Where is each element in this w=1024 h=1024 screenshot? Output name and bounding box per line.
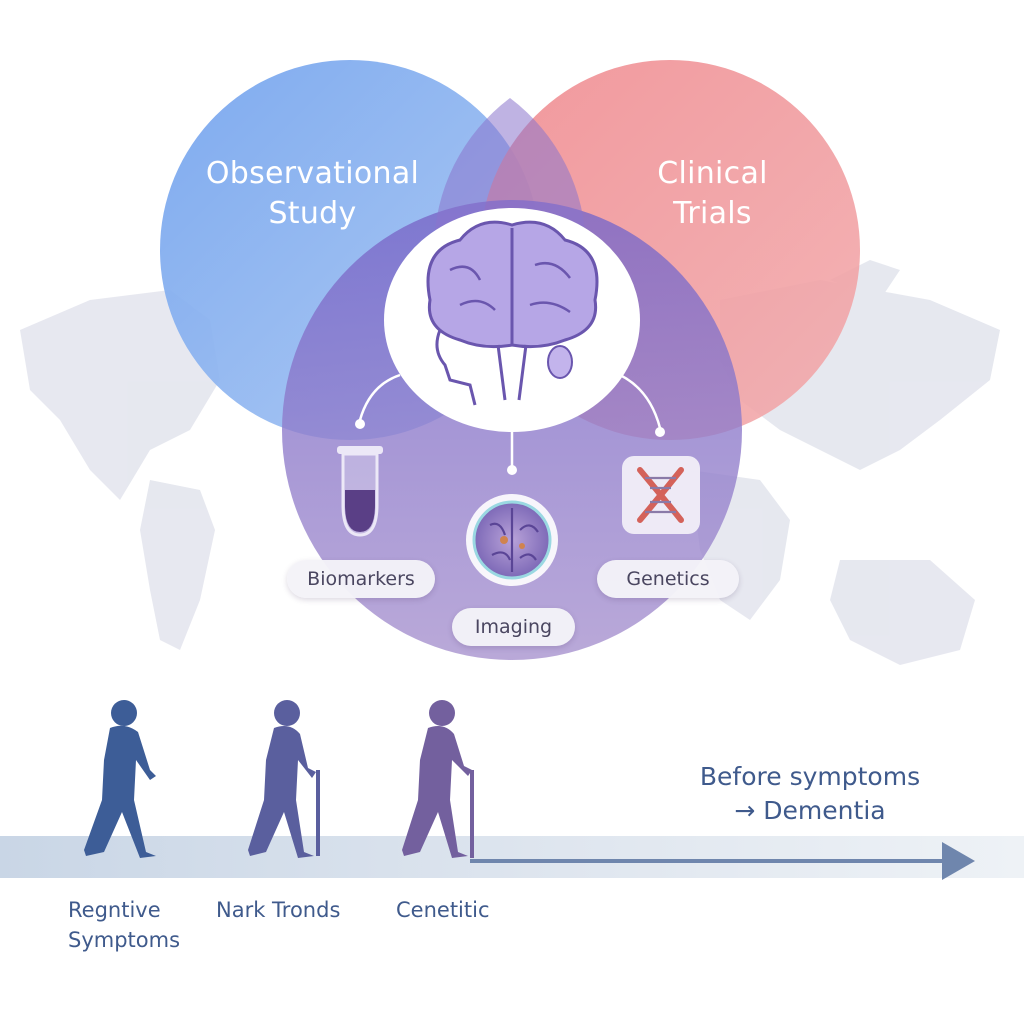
- timeline-title-line1: Before symptoms: [699, 762, 921, 791]
- brain-scan-icon: [466, 494, 558, 586]
- test-tube-icon: [337, 446, 383, 537]
- genetics-label: Genetics: [597, 560, 739, 598]
- timeline-title: Before symptoms → Dementia: [650, 760, 970, 828]
- dna-icon: [622, 456, 700, 534]
- observational-title-line2: Study: [268, 196, 357, 231]
- observational-title-line1: Observational: [205, 156, 420, 191]
- observational-study-title: Observational Study: [185, 154, 440, 234]
- clinical-title-line1: Clinical: [657, 156, 768, 191]
- stage-1-line1: Regntive: [68, 898, 161, 922]
- connector-dot-genetics: [655, 427, 665, 437]
- clinical-trials-title: Clinical Trials: [600, 154, 825, 234]
- stage-3-line1: Cenetitic: [396, 898, 490, 922]
- connector-dot-imaging: [507, 465, 517, 475]
- timeline-arrow-head: [942, 842, 975, 880]
- connector-dot-biomarkers: [355, 419, 365, 429]
- clinical-title-line2: Trials: [673, 196, 752, 231]
- biomarkers-label: Biomarkers: [287, 560, 435, 598]
- stage-label-1: Regntive Symptoms: [68, 895, 180, 955]
- elderly-person-with-cane-icon: [402, 700, 474, 858]
- stage-2-line1: Nark Tronds: [216, 898, 341, 922]
- stage-label-2: Nark Tronds: [216, 895, 340, 925]
- imaging-label: Imaging: [452, 608, 575, 646]
- person-walking-icon: [84, 700, 156, 858]
- brain-head-icon: [426, 220, 599, 406]
- stage-1-line2: Symptoms: [68, 928, 181, 952]
- person-with-cane-icon: [248, 700, 320, 858]
- stage-label-3: Cenetitic: [396, 895, 490, 925]
- timeline-title-line2: → Dementia: [734, 796, 886, 825]
- timeline-ground: [0, 836, 1024, 878]
